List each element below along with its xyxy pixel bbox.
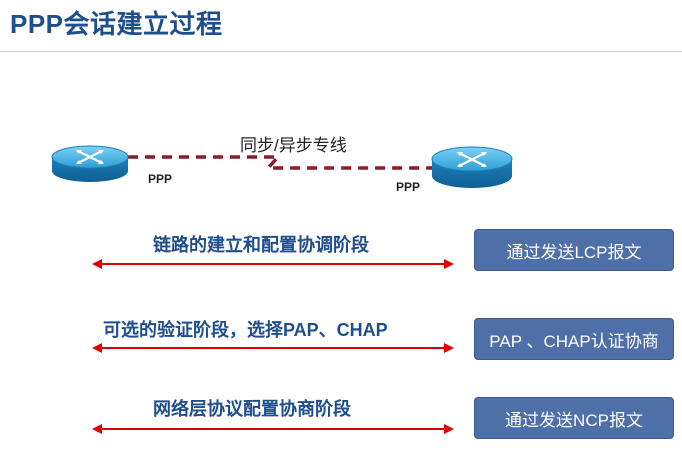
serial-link bbox=[128, 155, 440, 170]
page-title: PPP会话建立过程 bbox=[10, 9, 223, 39]
title-divider bbox=[0, 51, 682, 52]
phase-2-arrow bbox=[92, 343, 454, 353]
phase-3-label: 网络层协议配置协商阶段 bbox=[153, 399, 351, 419]
serial-link-label: 同步/异步专线 bbox=[240, 136, 347, 155]
phase-1-arrow bbox=[92, 259, 454, 269]
phase-3-action-box: 通过发送NCP报文 bbox=[474, 397, 674, 439]
phase-1-label: 链路的建立和配置协调阶段 bbox=[153, 235, 369, 255]
router-right-icon bbox=[431, 146, 513, 188]
router-left-icon bbox=[51, 145, 129, 182]
phase-2-label: 可选的验证阶段，选择PAP、CHAP bbox=[103, 320, 388, 340]
phase-1-action-box: 通过发送LCP报文 bbox=[474, 229, 674, 271]
router-right-protocol-label: PPP bbox=[396, 180, 421, 194]
phase-2-action-box: PAP 、CHAP认证协商 bbox=[474, 318, 674, 360]
phase-3-arrow bbox=[92, 424, 454, 434]
router-left-protocol-label: PPP bbox=[148, 172, 173, 186]
